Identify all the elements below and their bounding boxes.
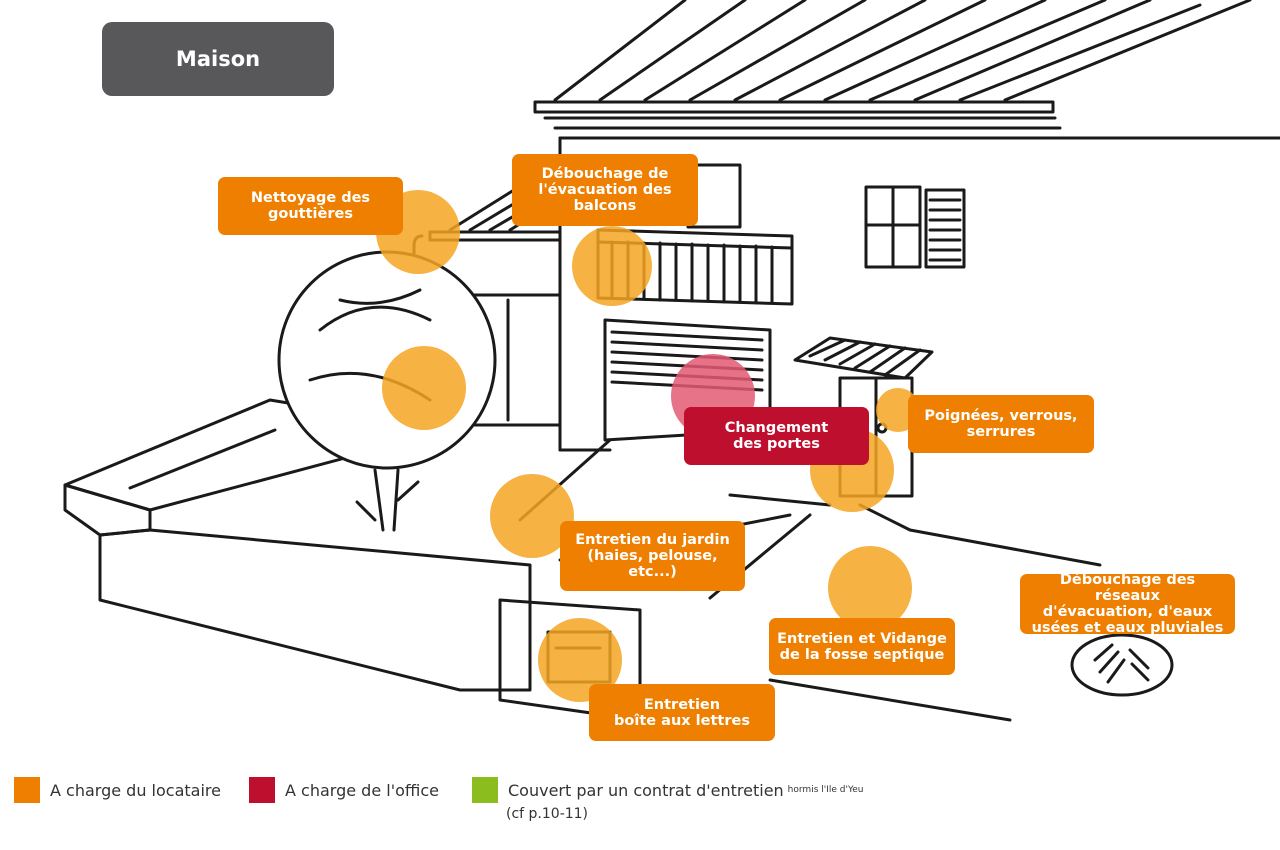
spot-garden (490, 474, 574, 558)
spot-balcony (572, 226, 652, 306)
spot-mailbox (538, 618, 622, 702)
legend-contract-exception: hormis l'Ile d'Yeu (787, 785, 864, 795)
legend-contract-note: (cf p.10-11) (506, 806, 589, 822)
page-title: Maison (102, 22, 334, 96)
label-garden: Entretien du jardin (haies, pelouse, etc… (560, 521, 745, 591)
drain-grate (1070, 633, 1174, 697)
label-balcony-drain: Débouchage de l'évacuation des balcons (512, 154, 698, 226)
label-drainage-network: Débouchage des réseaux d'évacuation, d'e… (1020, 572, 1235, 636)
legend-label-contract: Couvert par un contrat d'entretien (508, 780, 784, 800)
legend-office: A charge de l'office (249, 775, 439, 805)
roof (533, 0, 1280, 140)
legend-swatch-tenant (14, 777, 40, 803)
legend-label-office: A charge de l'office (285, 780, 439, 800)
label-gutters: Nettoyage des gouttières (218, 177, 403, 235)
label-mailbox: Entretien boîte aux lettres (589, 684, 775, 741)
legend-swatch-office (249, 777, 275, 803)
label-locks: Poignées, verrous, serrures (908, 395, 1094, 453)
legend-contract: Couvert par un contrat d'entretien hormi… (472, 775, 864, 805)
label-septic: Entretien et Vidange de la fosse septiqu… (769, 618, 955, 675)
spot-tree (382, 346, 466, 430)
legend-swatch-contract (472, 777, 498, 803)
label-doors: Changement des portes (684, 407, 869, 465)
spot-septic (828, 546, 912, 630)
legend-label-tenant: A charge du locataire (50, 780, 221, 800)
legend-tenant: A charge du locataire (14, 775, 221, 805)
